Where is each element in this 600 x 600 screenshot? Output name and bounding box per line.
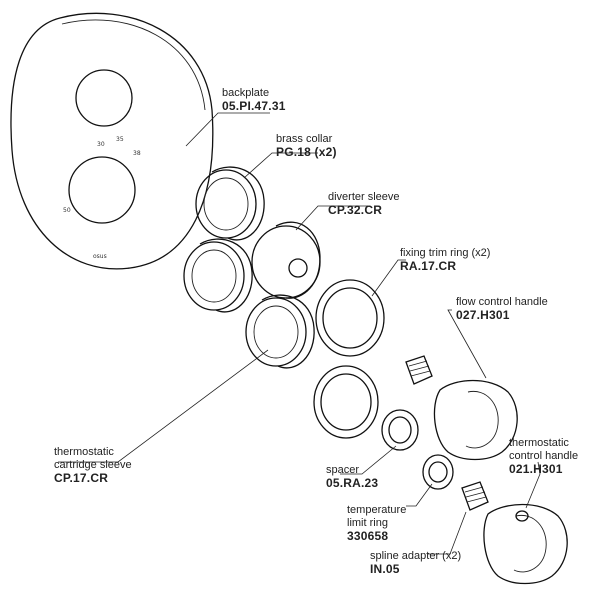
- thermostatic-cartridge-sleeve-name-2: cartridge sleeve: [54, 459, 132, 471]
- backplate-code: 05.PI.47.31: [222, 99, 286, 113]
- backplate-name: backplate: [222, 87, 270, 99]
- dial-mark-38: 38: [133, 150, 141, 157]
- brass-collar-lower-part: [183, 238, 253, 313]
- label-brass-collar: brass collar PG.18 (x2): [276, 133, 337, 159]
- flow-control-handle-code: 027.H301: [456, 308, 510, 322]
- fixing-trim-ring-name: fixing trim ring (x2): [400, 247, 491, 259]
- brass-collar-name: brass collar: [276, 133, 333, 145]
- label-diverter-sleeve: diverter sleeve CP.32.CR: [328, 191, 400, 217]
- dial-mark-50: 50: [63, 207, 71, 214]
- temperature-limit-ring-part: [422, 454, 454, 490]
- spline-adapter-code: IN.05: [370, 562, 400, 576]
- flow-control-handle-name: flow control handle: [456, 296, 548, 308]
- spacer-code: 05.RA.23: [326, 476, 379, 490]
- thermostatic-control-handle-name-1: thermostatic: [509, 437, 569, 449]
- label-spacer: spacer 05.RA.23: [326, 464, 378, 490]
- temperature-limit-ring-name-1: temperature: [347, 504, 407, 516]
- brass-collar-code: PG.18 (x2): [276, 145, 337, 159]
- spline-adapter-name: spline adapter (x2): [370, 550, 462, 562]
- backplate-mark: osus: [93, 253, 107, 260]
- fixing-trim-ring-upper-part: [315, 279, 385, 357]
- label-thermostatic-control-handle: thermostatic control handle 021.H301: [509, 437, 578, 476]
- spline-adapter-lower-part: [461, 481, 489, 511]
- flow-control-handle-part: [433, 379, 518, 461]
- thermostatic-control-handle-part: [483, 503, 568, 585]
- label-spline-adapter: spline adapter (x2) IN.05: [370, 550, 461, 576]
- thermostatic-cartridge-sleeve-code: CP.17.CR: [54, 471, 109, 485]
- thermostatic-control-handle-code: 021.H301: [509, 462, 563, 476]
- backplate-part: 30 35 38 50 osus: [10, 12, 214, 270]
- diverter-sleeve-part: [251, 221, 321, 299]
- temperature-limit-ring-name-2: limit ring: [347, 517, 388, 529]
- brass-collar-upper-part: [195, 166, 265, 241]
- label-thermostatic-cartridge-sleeve: thermostatic cartridge sleeve CP.17.CR: [54, 446, 132, 485]
- fixing-trim-ring-lower-part: [313, 365, 379, 439]
- dial-mark-30: 30: [97, 141, 105, 148]
- thermostatic-control-handle-name-2: control handle: [509, 450, 579, 462]
- spacer-name: spacer: [326, 464, 360, 476]
- label-backplate: backplate 05.PI.47.31: [222, 87, 286, 113]
- fixing-trim-ring-code: RA.17.CR: [400, 259, 457, 273]
- leader-lines: [58, 112, 541, 555]
- spline-adapter-upper-part: [405, 355, 433, 385]
- thermostatic-cartridge-sleeve-name-1: thermostatic: [54, 446, 114, 458]
- label-flow-control-handle: flow control handle 027.H301: [456, 296, 548, 322]
- thermostatic-cartridge-sleeve-part: [245, 294, 315, 369]
- diverter-sleeve-name: diverter sleeve: [328, 191, 400, 203]
- temperature-limit-ring-code: 330658: [347, 529, 389, 543]
- label-fixing-trim-ring: fixing trim ring (x2) RA.17.CR: [400, 247, 490, 273]
- dial-mark-35: 35: [116, 136, 124, 143]
- spacer-part: [381, 409, 419, 451]
- diverter-sleeve-code: CP.32.CR: [328, 203, 383, 217]
- label-temperature-limit-ring: temperature limit ring 330658: [347, 504, 406, 543]
